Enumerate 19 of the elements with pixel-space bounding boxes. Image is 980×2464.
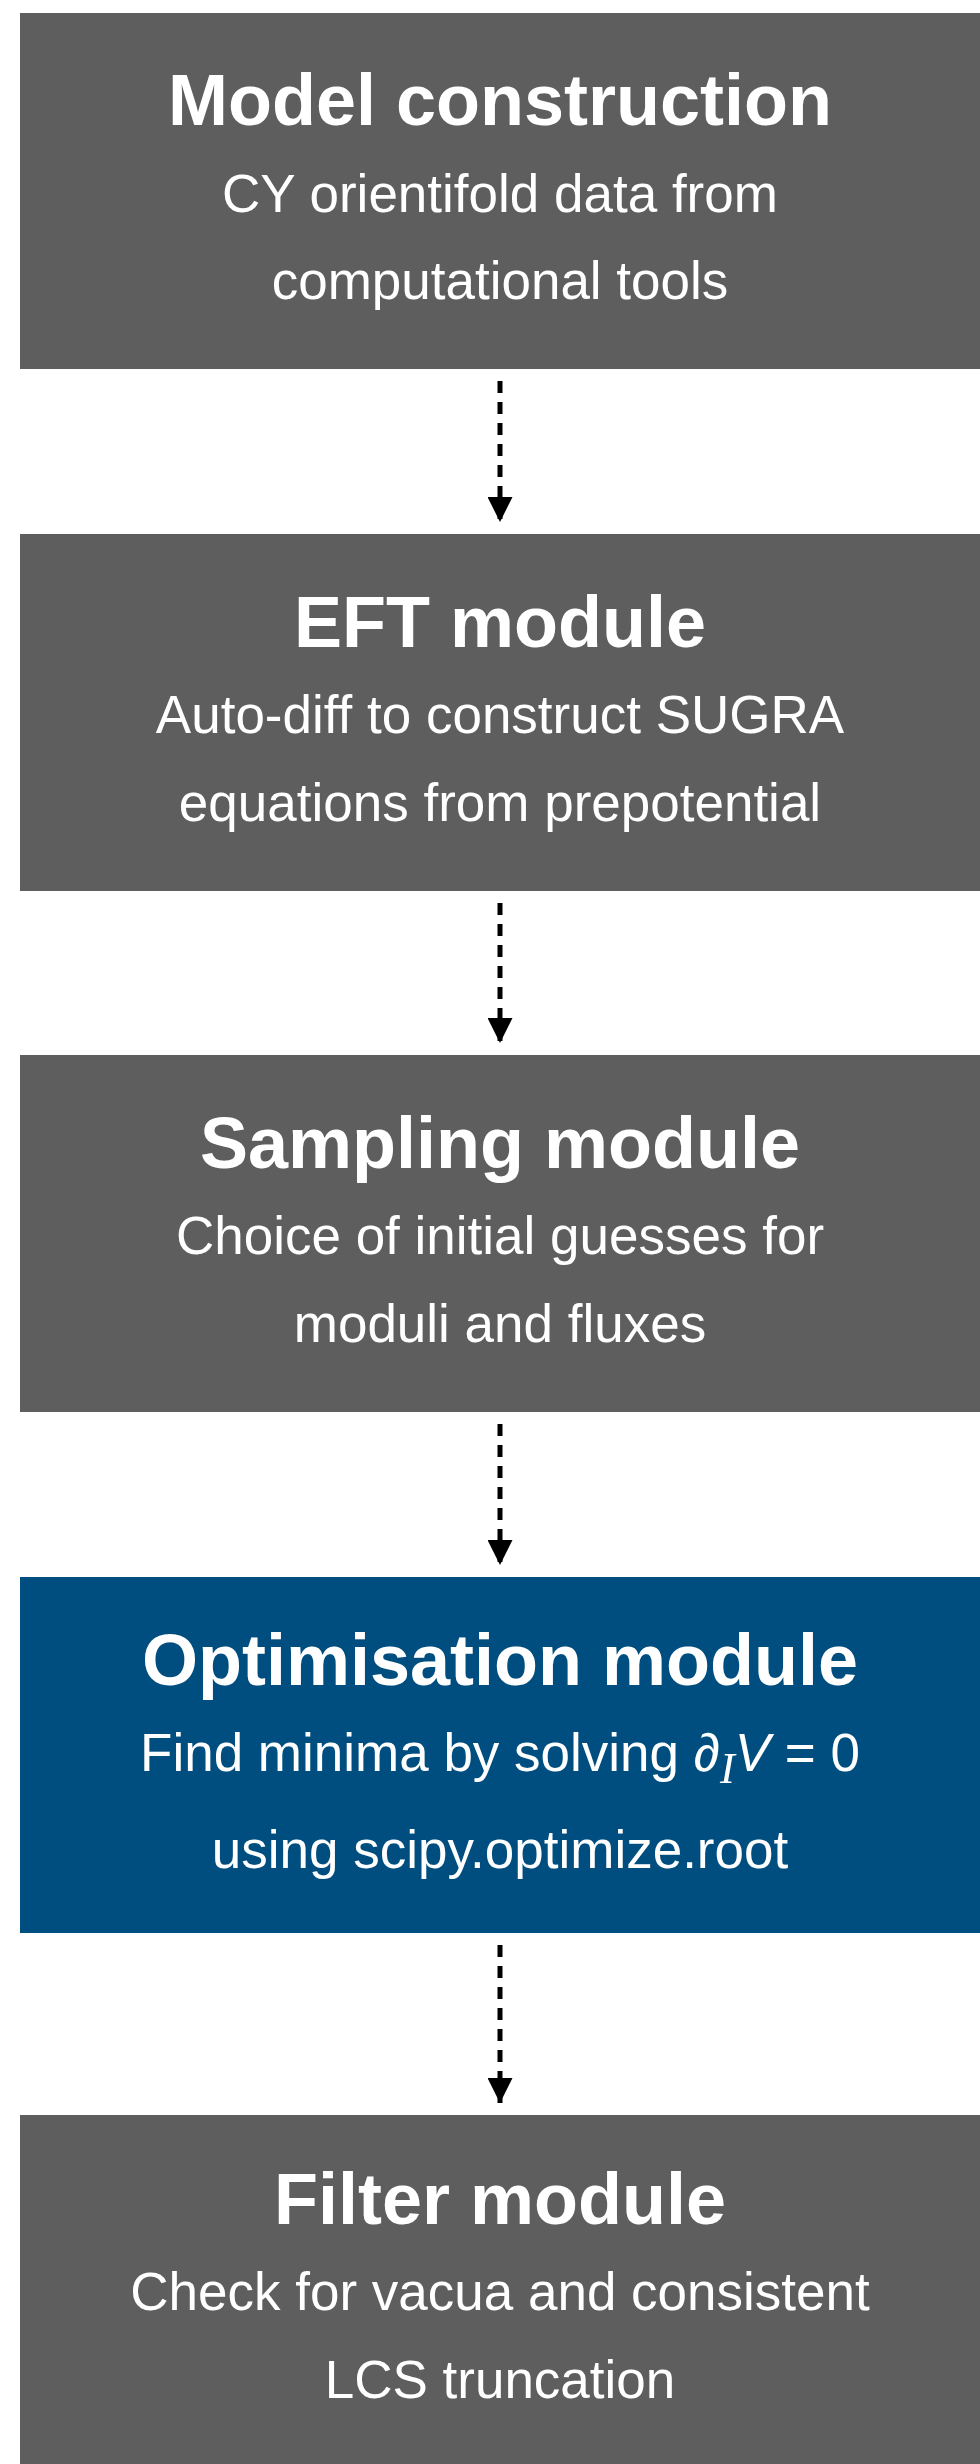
arrow	[487, 903, 513, 1043]
module-title: Optimisation module	[142, 1618, 858, 1702]
arrow	[487, 1945, 513, 2103]
module-description: Find minima by solving ∂$_{I}$V = 0 using scipy.optimize.root	[139, 1722, 861, 1881]
process-box	[20, 2115, 980, 2464]
process-box	[20, 1055, 980, 1412]
process-box	[20, 534, 980, 891]
process-box	[20, 1577, 980, 1933]
module-title: EFT module	[294, 580, 706, 664]
process-box	[20, 13, 980, 369]
module-title: Filter module	[273, 2157, 726, 2241]
arrow	[487, 381, 513, 522]
module-title: Sampling module	[199, 1101, 800, 1185]
module-description: CY orientifold data from computational tools	[221, 162, 779, 313]
module-description: Check for vacua and consistent LCS truncation	[129, 2261, 871, 2411]
module-title: Model construction	[168, 59, 832, 143]
module-description: Auto-diff to construct SUGRA equations from prepotential	[154, 684, 846, 834]
module-description: Choice of initial guesses for moduli and fluxes	[174, 1205, 826, 1355]
arrow	[487, 1424, 513, 1565]
